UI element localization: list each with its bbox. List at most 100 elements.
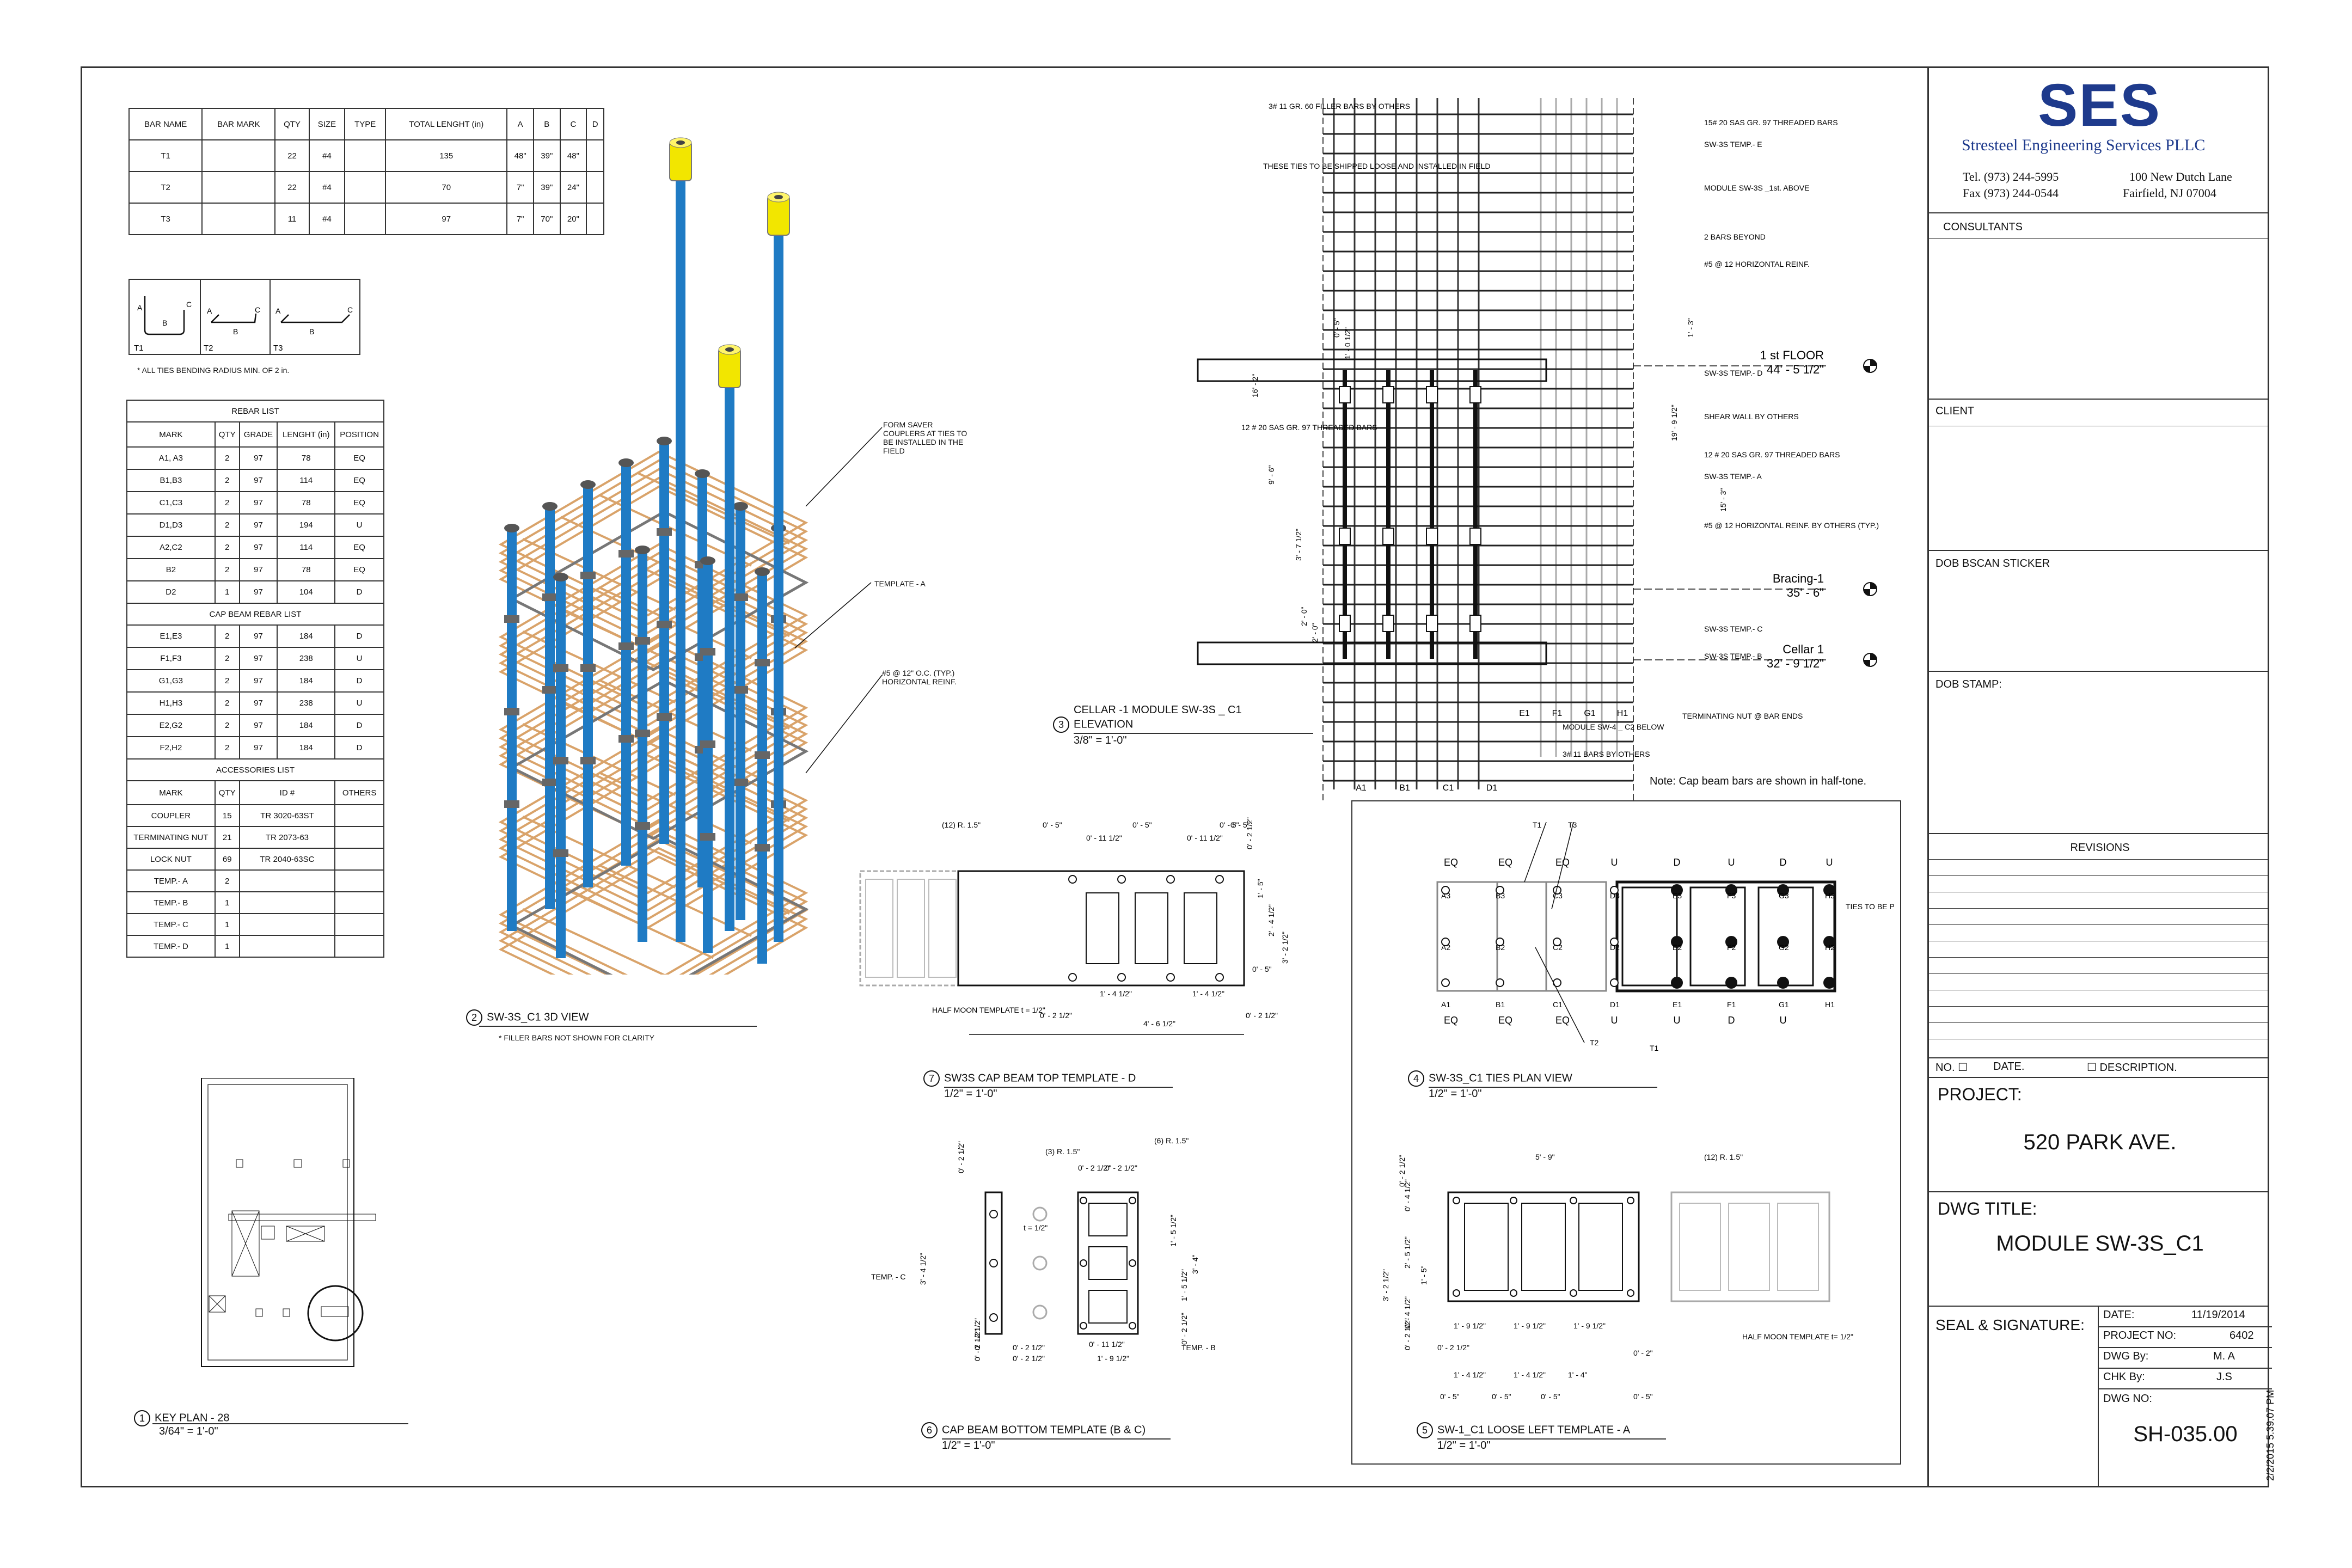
bend-note: * ALL TIES BENDING RADIUS MIN. OF 2 in. <box>137 366 290 375</box>
tie-mark-bot: C1 <box>1553 1000 1563 1009</box>
cap-top-label-halfmoon: HALF MOON TEMPLATE t = 1/2" <box>932 1006 1045 1014</box>
cap-bot-label-6r: (6) R. 1.5" <box>1154 1136 1189 1145</box>
rebar-cell <box>334 913 384 936</box>
rebar-cell: B1,B3 <box>126 469 216 492</box>
cap-bot-dim: 0' - 11 1/2" <box>1089 1340 1125 1349</box>
rev-no-header: NO. ☐ <box>1935 1062 1968 1074</box>
lock-nut <box>553 573 568 581</box>
tie-mark-top: G3 <box>1779 891 1789 900</box>
loose-dim: 2' - 5 1/2" <box>1403 1236 1412 1269</box>
bar-cell: 39" <box>533 171 561 204</box>
rebar-cell: 194 <box>277 513 336 537</box>
tb-divider-9 <box>1929 1306 2269 1307</box>
elev-label-right: 12 # 20 SAS GR. 97 THREADED BARS <box>1704 450 1840 459</box>
level-1st-floor-elev: 44' - 5 1/2" <box>1767 363 1824 376</box>
temp-b-plate <box>1077 1191 1139 1335</box>
loose-dim: 0' - 2 1/2" <box>1398 1155 1406 1187</box>
ties-plan-panel <box>1351 800 1901 1465</box>
tie-callout-t1: T1 <box>1533 820 1542 829</box>
svg-text:B: B <box>309 327 314 336</box>
bar-dot <box>1823 884 1835 896</box>
cap-top-dim: 3' - 2 1/2" <box>1281 932 1289 964</box>
rebar-cell: 1 <box>214 891 240 914</box>
rebar-cell: 69 <box>214 848 240 871</box>
bar-cell: 135 <box>385 139 508 172</box>
template-plate <box>509 510 809 671</box>
cap-bottom-scale: 1/2" = 1'-0" <box>942 1438 1171 1451</box>
bar-cell: T2 <box>128 171 203 204</box>
lock-nut <box>580 480 596 489</box>
view-number-5: 5 <box>1417 1422 1433 1438</box>
bar-cell: #4 <box>308 203 346 235</box>
chk-by-value: J.S <box>2216 1371 2232 1383</box>
bar-dot <box>1823 936 1835 948</box>
rebar-cell: 97 <box>238 624 278 648</box>
template-opening <box>1086 892 1119 964</box>
rebar-cell: D <box>334 736 384 759</box>
tie-mark-mid: E2 <box>1673 943 1682 952</box>
tie-mark-top: D3 <box>1610 891 1620 900</box>
tie-callout-others: TIES TO BE PROVIDED BY OTHERS <box>1846 902 1895 911</box>
tie-bar <box>522 908 676 981</box>
cap-top-dim: 1' - 4 1/2" <box>1192 989 1224 998</box>
lock-nut <box>657 437 672 445</box>
svg-text:A: A <box>137 303 143 312</box>
elev-bottom-mark: A1 <box>1356 783 1367 793</box>
revision-row-line <box>1929 924 2269 925</box>
bar-cell: T3 <box>128 203 203 235</box>
rebar-cell: EQ <box>334 446 384 470</box>
nut <box>755 844 770 852</box>
drawing-info-box: DATE: 11/19/2014 PROJECT NO: 6402 DWG By… <box>2098 1306 2272 1487</box>
company-tel: Tel. (973) 244-5995 <box>1963 170 2059 183</box>
rebar-section-title: ACCESSORIES LIST <box>126 758 384 781</box>
revision-row-line <box>1929 908 2269 909</box>
project-no-value: 6402 <box>2230 1330 2254 1342</box>
tie-tag-top: EQ <box>1444 857 1458 868</box>
bar-cell <box>201 203 276 235</box>
elev-dim: 1' - 0 1/2" <box>1343 327 1352 359</box>
loose-dim: 1' - 4 1/2" <box>1454 1370 1486 1379</box>
bar-dot <box>1441 978 1450 987</box>
template-opening <box>1184 892 1217 964</box>
threaded-bar-tall <box>774 229 783 915</box>
level-1st-floor: 1 st FLOOR <box>1760 348 1824 362</box>
level-cellar-1-elev: 32' - 9 1/2" <box>1767 657 1824 670</box>
elevation-title-text: CELLAR -1 MODULE SW-3S _ C1 <box>1074 704 1242 716</box>
bar-cell: 7" <box>506 203 534 235</box>
rebar-cell: D <box>334 669 384 693</box>
cap-bot-dim: 3' - 4" <box>1191 1254 1199 1274</box>
tie-mark-mid: A2 <box>1441 943 1450 952</box>
company-address-2: Fairfield, NJ 07004 <box>2123 186 2216 200</box>
lock-nut <box>755 567 770 576</box>
plot-timestamp: 2/2/2015 5:39:07 PM <box>2265 1389 2276 1481</box>
tie-mark-top: B3 <box>1496 891 1505 900</box>
bar-cell: 24" <box>559 171 587 204</box>
project-name: 520 PARK AVE. <box>2023 1130 2177 1154</box>
rebar-cell: B2 <box>126 558 216 581</box>
loose-label-halfmoon: HALF MOON TEMPLATE t= 1/2" <box>1742 1332 1853 1341</box>
bar-header-cell: QTY <box>274 108 310 140</box>
elev-bottom-mark: F1 <box>1552 709 1563 718</box>
slab-cellar <box>1197 641 1547 665</box>
tie-tag-bot: U <box>1611 1015 1618 1026</box>
loose-dim: 1' - 9 1/2" <box>1454 1321 1486 1330</box>
rebar-cell: 2 <box>214 491 240 514</box>
cap-top-title-text: SW3S CAP BEAM TOP TEMPLATE - D <box>944 1072 1136 1085</box>
rebar-cell: 2 <box>214 669 240 693</box>
cap-top-dim: 0' - 5" <box>1220 820 1239 829</box>
bar-cell: 22 <box>274 139 310 172</box>
dwg-by-value: M. A <box>2213 1350 2235 1362</box>
threaded-bar-tall <box>676 174 685 942</box>
tie-loop <box>498 450 808 617</box>
tie-loop <box>498 644 808 811</box>
loose-dim: 0' - 5" <box>1541 1392 1560 1401</box>
threaded-bar <box>545 506 555 909</box>
